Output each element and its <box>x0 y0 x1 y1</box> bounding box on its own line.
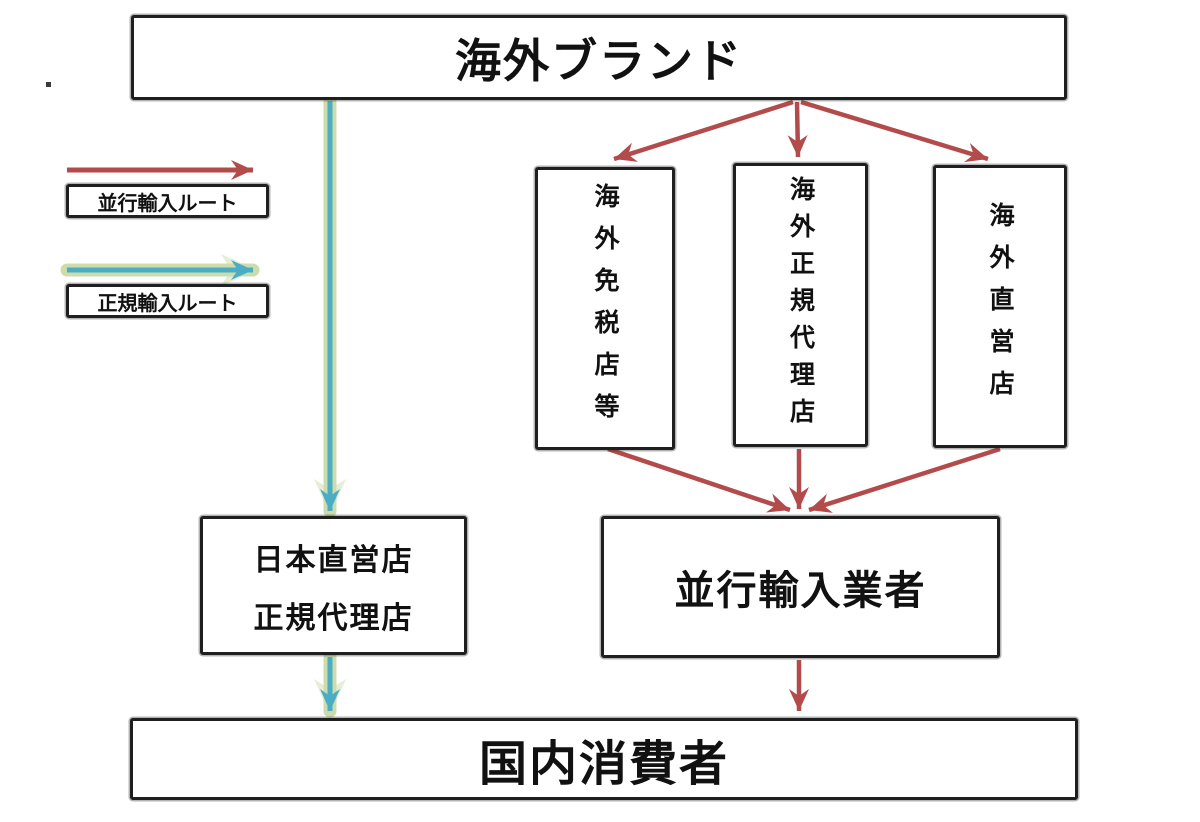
node-japan-direct-store-line1: 日本直営店 <box>253 542 414 578</box>
node-overseas-direct-label: 海外直営店 <box>986 201 1015 412</box>
node-overseas-brand-label: 海外ブランド <box>455 33 743 88</box>
node-japan-direct-store-line2: 正規代理店 <box>253 600 414 636</box>
legend-official-route: 正規輸入ルート <box>66 284 269 318</box>
node-overseas-dutyfree-label: 海外免税店等 <box>591 182 620 435</box>
node-parallel-importer: 並行輸入業者 <box>601 516 1000 658</box>
node-overseas-brand: 海外ブランド <box>131 15 1067 100</box>
arrow-brand-to-direct <box>800 99 989 163</box>
node-overseas-direct: 海外直営店 <box>933 165 1067 448</box>
node-parallel-importer-label: 並行輸入業者 <box>674 568 927 614</box>
node-domestic-consumer: 国内消費者 <box>130 718 1078 800</box>
legend-official-route-label: 正規輸入ルート <box>97 290 238 315</box>
node-overseas-agent-label: 海外正規代理店 <box>786 175 816 435</box>
node-domestic-consumer-label: 国内消費者 <box>478 736 729 792</box>
arrow-dutyfree-to-importer <box>607 446 791 513</box>
arrow-brand-to-dutyfree <box>613 99 794 162</box>
ink-speck <box>46 82 51 87</box>
arrow-brand-to-agent <box>787 101 808 158</box>
node-japan-direct-store: 日本直営店 正規代理店 <box>200 516 467 655</box>
legend-parallel-route: 並行輸入ルート <box>66 184 269 218</box>
arrow-direct-to-importer <box>808 446 1001 513</box>
legend-parallel-route-label: 並行輸入ルート <box>97 190 238 215</box>
node-overseas-agent: 海外正規代理店 <box>733 163 868 447</box>
node-overseas-dutyfree: 海外免税店等 <box>535 167 675 450</box>
